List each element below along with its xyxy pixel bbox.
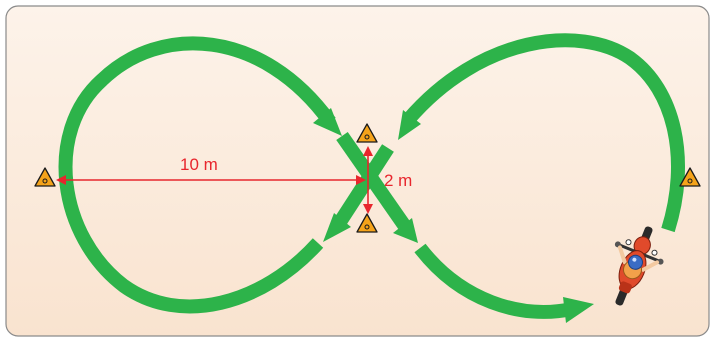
- traffic-cone-icon: [356, 213, 378, 233]
- track-left-loop: [58, 36, 336, 314]
- arrow-head-icon: [398, 110, 421, 140]
- right-cone: [679, 167, 701, 187]
- arrow-head-icon: [393, 218, 418, 243]
- horizontal-distance-label: 10 m: [180, 155, 218, 174]
- arrow-head-icon: [563, 297, 594, 323]
- left-cone: [34, 167, 56, 187]
- arrow-head-icon: [313, 108, 342, 136]
- track-right-loop-top: [402, 33, 685, 233]
- center-bottom-cone: [356, 213, 378, 233]
- horizontal-dimension: [56, 175, 366, 185]
- track-cross-ascending: [334, 144, 394, 226]
- traffic-cone-icon: [679, 167, 701, 187]
- diagram-panel: [5, 5, 710, 337]
- track-right-loop-bottom: [414, 243, 574, 319]
- motorcycle-rider-icon: [614, 226, 664, 306]
- center-top-cone: [356, 123, 378, 143]
- vertical-dimension: [363, 146, 373, 214]
- arrow-head-icon: [323, 213, 351, 242]
- traffic-cone-icon: [356, 123, 378, 143]
- vertical-distance-label: 2 m: [384, 171, 412, 190]
- traffic-cone-icon: [34, 167, 56, 187]
